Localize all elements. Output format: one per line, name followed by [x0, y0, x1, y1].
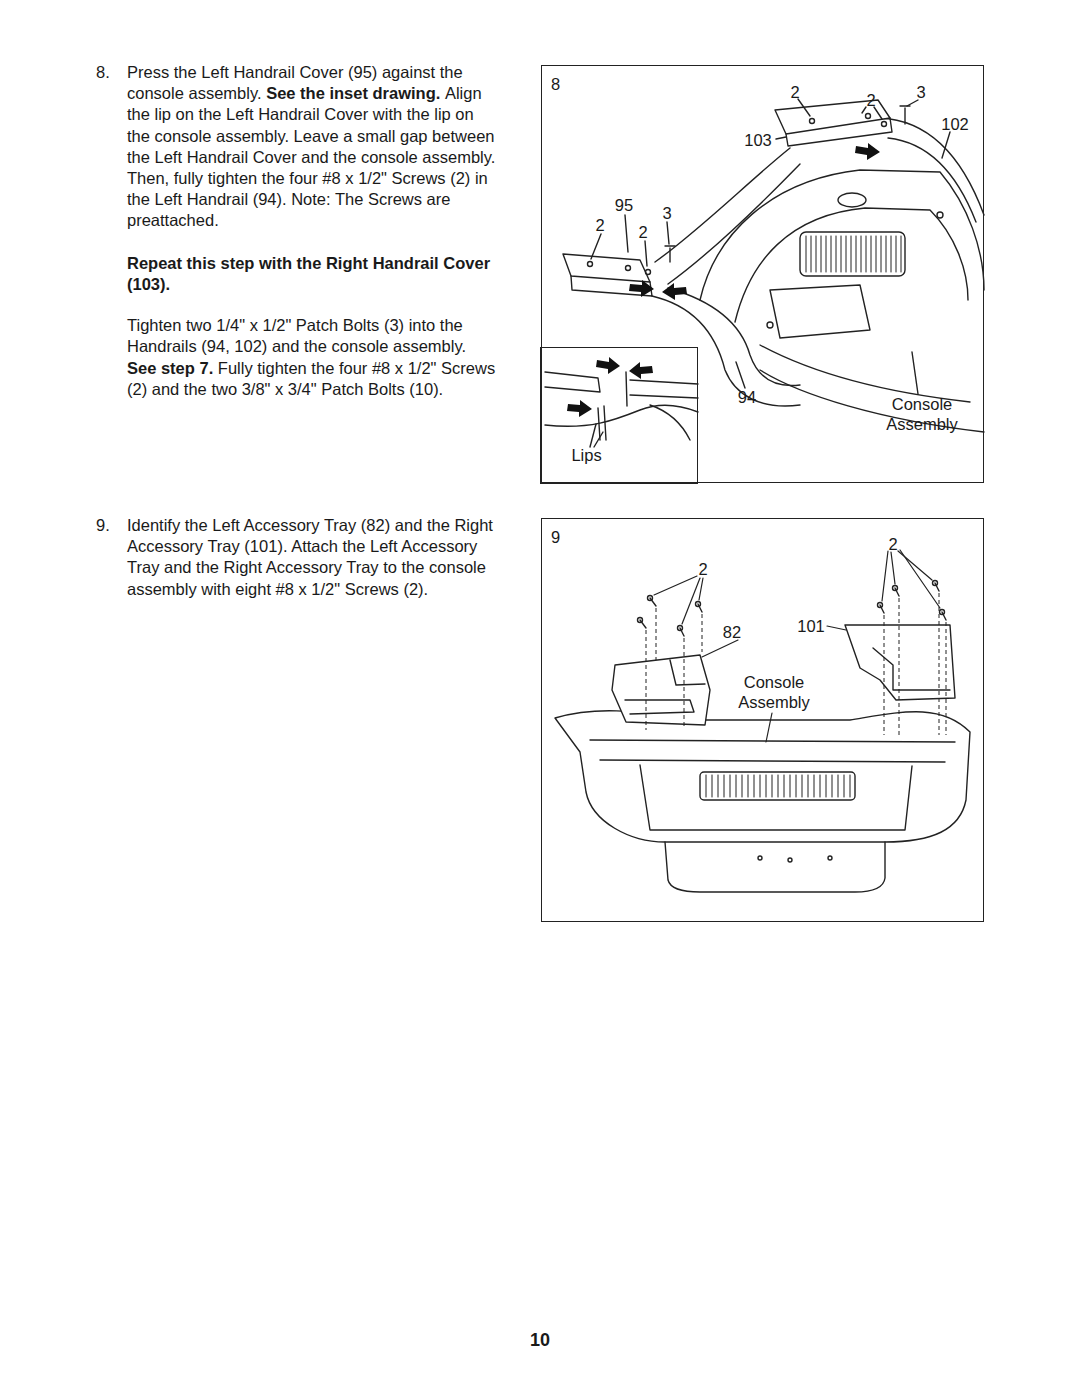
callout-number: 101 — [797, 616, 825, 636]
callout-number: 2 — [595, 215, 604, 235]
instruction-paragraph: See step 7.Fully tighten the four #8 x 1… — [127, 358, 499, 400]
callout-number: 94 — [738, 387, 756, 407]
instruction-paragraph: 9. — [96, 515, 126, 536]
instruction-paragraph: Press the Left Handrail Cover (95) again… — [127, 62, 499, 232]
instruction-paragraph: Repeat this step with the Right Handrail… — [127, 253, 499, 295]
inset-label: Lips — [571, 445, 601, 465]
instruction-text: Tighten two 1/4" x 1/2" Patch Bolts (3) … — [127, 316, 466, 355]
instruction-paragraph: Identify the Left Accessory Tray (82) an… — [127, 515, 499, 600]
instruction-text: 8. — [96, 63, 110, 81]
bold-instruction: Repeat this step with the Right Handrail… — [127, 254, 490, 293]
instruction-text: Identify the Left Accessory Tray (82) an… — [127, 516, 493, 598]
page-number: 10 — [530, 1330, 550, 1350]
callout-number: 2 — [790, 82, 799, 102]
part-label: Console Assembly — [734, 672, 814, 712]
step-number: 9 — [551, 527, 560, 547]
callout-number: 3 — [662, 203, 671, 223]
callout-number: 2 — [888, 534, 897, 554]
callout-number: 3 — [916, 82, 925, 102]
instruction-text: Align the lip on the Left Handrail Cover… — [127, 84, 495, 229]
callout-number: 82 — [723, 622, 741, 642]
step-number: 8 — [551, 74, 560, 94]
callout-number: 2 — [638, 222, 647, 242]
figure-frame: 9 — [541, 518, 984, 922]
bold-instruction: See step 7. — [127, 359, 213, 377]
callout-number: 2 — [698, 559, 707, 579]
inset-frame: Lips — [540, 347, 698, 484]
callout-number: 2 — [866, 90, 875, 110]
part-label: Console Assembly — [882, 394, 962, 434]
instruction-paragraph: Tighten two 1/4" x 1/2" Patch Bolts (3) … — [127, 315, 499, 357]
instruction-paragraph: 8. — [96, 62, 126, 83]
callout-number: 95 — [615, 195, 633, 215]
bold-instruction: See the inset drawing. — [266, 84, 440, 102]
instruction-text: 9. — [96, 516, 110, 534]
callout-number: 103 — [744, 130, 772, 150]
callout-number: 102 — [941, 114, 969, 134]
